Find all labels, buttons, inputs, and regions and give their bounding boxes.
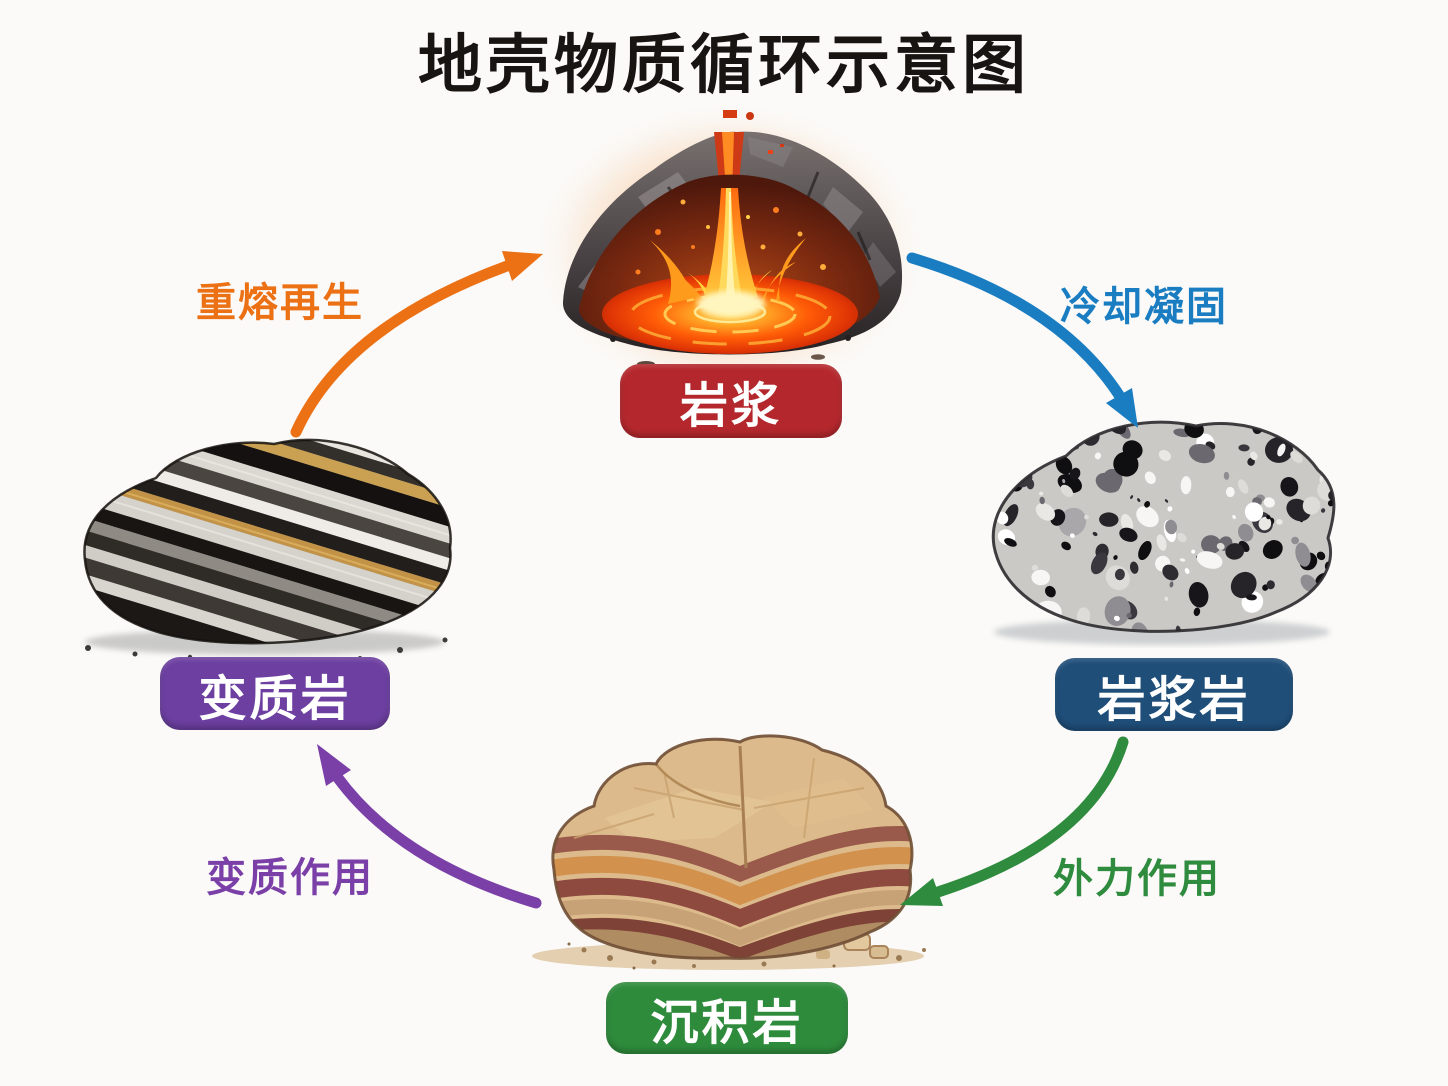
process-label-metamorphism: 变质作用 <box>206 856 374 900</box>
metamorphic-rock-illustration <box>83 438 452 660</box>
gneiss-outline <box>83 438 452 645</box>
node-label-metamorphic: 变质岩 <box>198 672 352 726</box>
node-badge-metamorphic: 变质岩 <box>160 657 390 730</box>
process-label-cooling: 冷却凝固 <box>1060 285 1228 329</box>
process-label-remelting: 重熔再生 <box>196 281 364 325</box>
node-badge-magma: 岩浆 <box>620 364 842 438</box>
node-label-sedimentary: 沉积岩 <box>650 997 804 1050</box>
igneous-rock-illustration <box>991 420 1336 645</box>
page-title: 地壳物质循环示意图 <box>418 29 1030 101</box>
gneiss-bands <box>84 439 451 644</box>
node-label-igneous: 岩浆岩 <box>1097 673 1251 727</box>
sediment-outline <box>551 734 914 960</box>
sedimentary-rock-illustration <box>532 734 926 970</box>
process-label-weathering: 外力作用 <box>1053 857 1221 901</box>
granite-outline <box>991 420 1336 633</box>
node-badge-igneous: 岩浆岩 <box>1055 658 1293 731</box>
lava-fountain <box>635 144 826 317</box>
magma-crater-illustration <box>528 98 932 402</box>
node-label-magma: 岩浆 <box>679 380 782 433</box>
node-badge-sedimentary: 沉积岩 <box>606 982 848 1054</box>
metamorphism-arrowhead <box>317 744 351 786</box>
